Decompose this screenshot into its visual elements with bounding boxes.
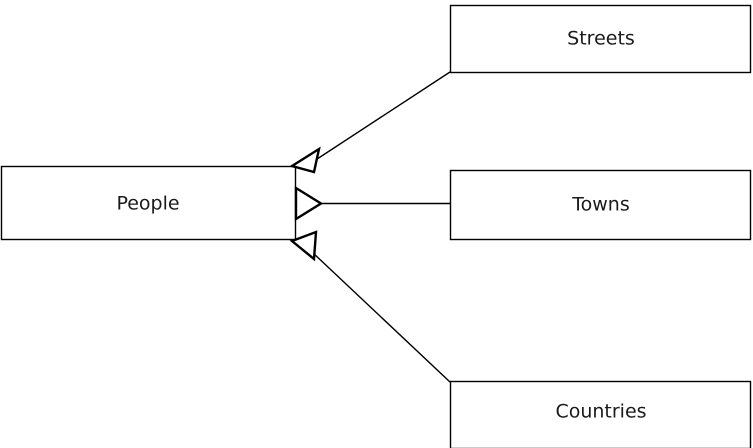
arrowhead-streets-icon [289,146,321,174]
node-towns-label: Towns [571,194,629,216]
arrowhead-towns-icon [294,185,324,222]
arrowheads-group [289,146,324,262]
node-towns-box[interactable] [449,169,752,241]
node-streets-label: Streets [567,28,635,50]
node-countries-box[interactable] [449,380,752,448]
node-people[interactable]: People [0,165,297,241]
node-streets-box[interactable] [449,4,752,74]
edge-people-to-countries[interactable] [311,251,451,383]
node-countries-label: Countries [555,401,646,423]
node-people-box[interactable] [0,165,297,241]
arrowhead-countries-icon [289,230,318,262]
node-countries[interactable]: Countries [449,380,752,448]
node-towns[interactable]: Towns [449,169,752,241]
node-streets[interactable]: Streets [449,4,752,74]
node-people-label: People [116,193,179,215]
edges-group [310,71,451,383]
edge-people-to-streets[interactable] [310,71,451,164]
